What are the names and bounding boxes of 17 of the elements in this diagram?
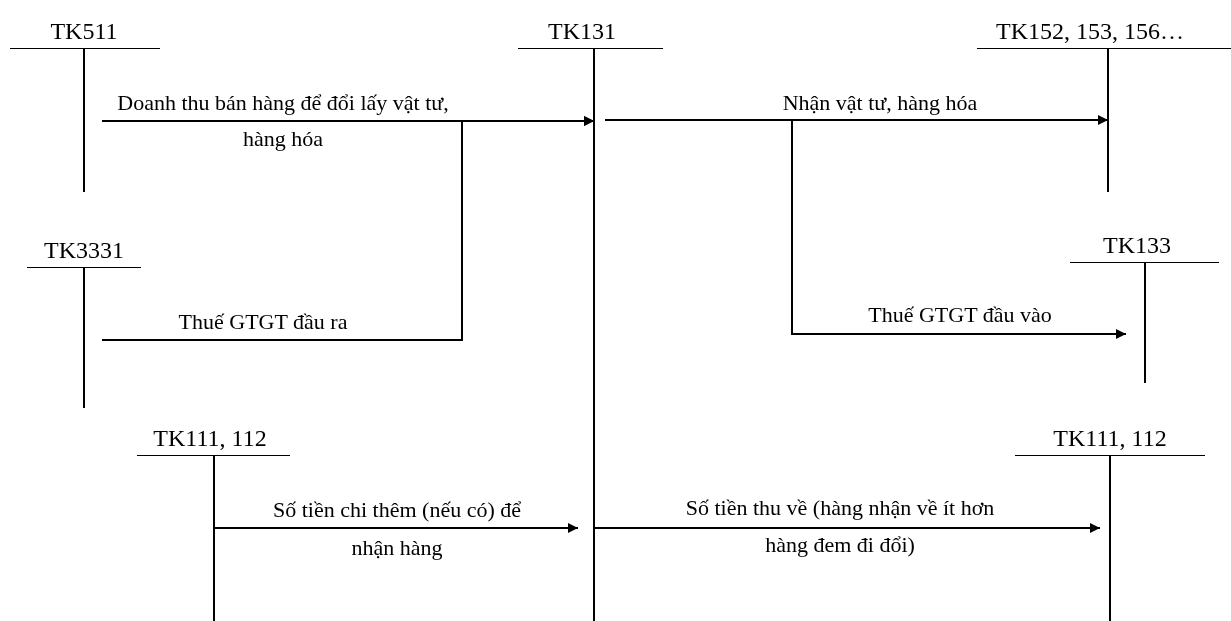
arrow	[593, 523, 1101, 533]
arrow	[101, 116, 595, 341]
account-name: TK3331	[44, 236, 124, 265]
account-name: TK111, 112	[1053, 424, 1167, 453]
account-name: TK131	[548, 17, 616, 46]
arrow	[604, 119, 1127, 339]
account-name: TK111, 112	[153, 424, 267, 453]
account-name: TK133	[1103, 231, 1171, 260]
edge-label: Thuế GTGT đầu vào	[867, 301, 1053, 329]
account-name: TK511	[50, 17, 118, 46]
edge-label: Nhận vật tư, hàng hóa	[781, 89, 979, 117]
edge-label: Doanh thu bán hàng để đổi lấy vật tư, hàng hóa	[116, 89, 450, 153]
account-name: TK152, 153, 156…	[996, 17, 1184, 46]
arrow	[213, 523, 579, 533]
edge-label: Số tiền thu về (hàng nhận về ít hơn hàng đem đi đổi)	[684, 494, 996, 559]
edge-label: Thuế GTGT đầu ra	[177, 308, 349, 336]
edge-label: Số tiền chi thêm (nếu có) để nhận hàng	[271, 496, 522, 562]
